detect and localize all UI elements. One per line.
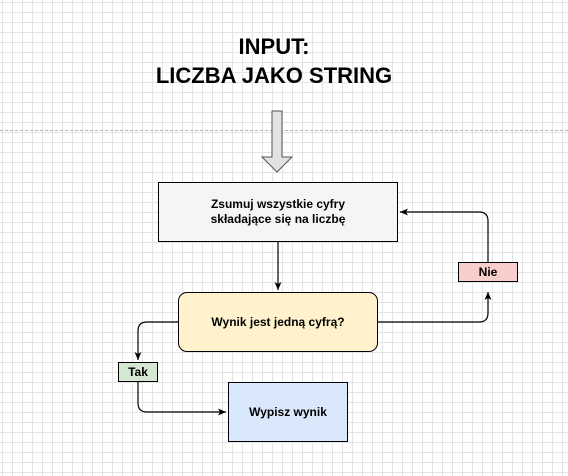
page-divider bbox=[0, 130, 568, 131]
decision-text: Wynik jest jedną cyfrą? bbox=[211, 314, 345, 329]
decision-node[interactable]: Wynik jest jedną cyfrą? bbox=[178, 292, 378, 352]
diagram-title: INPUT: LICZBA JAKO STRING bbox=[84, 32, 464, 90]
process-node[interactable]: Zsumuj wszystkie cyfry składające się na… bbox=[158, 182, 398, 242]
no-text: Nie bbox=[478, 264, 498, 279]
yes-text: Tak bbox=[128, 364, 148, 379]
decision-to-yes-connector bbox=[134, 321, 178, 360]
input-arrow bbox=[260, 110, 294, 173]
title-line-1: INPUT: bbox=[238, 34, 310, 59]
yes-label-node[interactable]: Tak bbox=[118, 362, 158, 382]
no-label-node[interactable]: Nie bbox=[458, 262, 518, 282]
process-text-line-2: składające się na liczbę bbox=[210, 212, 346, 226]
process-text-line-1: Zsumuj wszystkie cyfry bbox=[210, 197, 346, 211]
decision-to-no-connector bbox=[378, 292, 492, 323]
no-to-process-connector bbox=[400, 208, 489, 262]
yes-to-output-connector bbox=[137, 382, 226, 416]
title-line-2: LICZBA JAKO STRING bbox=[155, 63, 393, 88]
output-node[interactable]: Wypisz wynik bbox=[228, 382, 348, 442]
output-text: Wypisz wynik bbox=[249, 404, 327, 419]
